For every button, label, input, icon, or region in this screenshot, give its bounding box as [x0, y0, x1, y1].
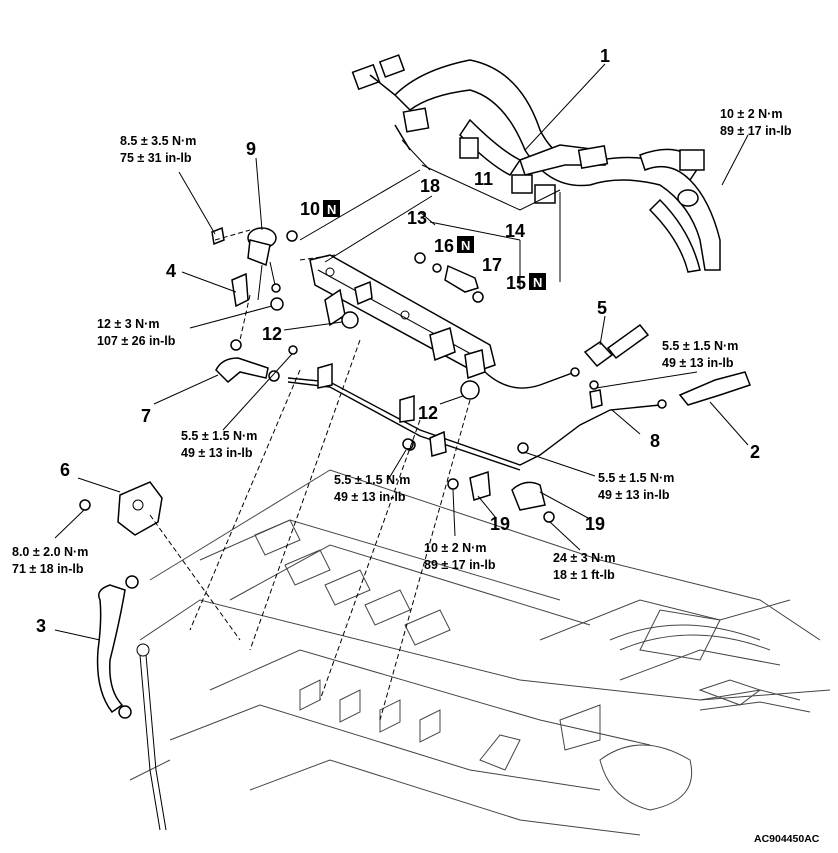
svg-text:10 ± 2 N·m: 10 ± 2 N·m	[424, 541, 486, 555]
svg-text:5.5 ± 1.5 N·m: 5.5 ± 1.5 N·m	[598, 471, 674, 485]
callout-11: 11	[474, 169, 493, 189]
bracket-6	[79, 481, 163, 536]
callout-12b: 12	[418, 403, 438, 423]
callout-18: 18	[420, 176, 440, 196]
callout-10: 10	[300, 199, 320, 219]
grommet-12a	[341, 311, 359, 329]
svg-text:49 ± 13 in-lb: 49 ± 13 in-lb	[662, 356, 734, 370]
hose-3	[96, 575, 139, 719]
callout-2: 2	[750, 442, 760, 462]
callout-9: 9	[246, 139, 256, 159]
svg-text:49 ± 13 in-lb: 49 ± 13 in-lb	[334, 490, 406, 504]
callouts: 1 2 3 4 5 6 7 8 9 10 11 12 12 13 14 15 1…	[36, 46, 760, 636]
fuel-injector-rail	[309, 254, 496, 380]
oring-15	[472, 291, 484, 303]
callout-15: 15	[506, 273, 526, 293]
new-marker-15: N	[529, 273, 546, 290]
bracket-19a	[469, 470, 491, 501]
washer-10	[286, 230, 298, 242]
figure-code: AC904450AC	[754, 833, 820, 845]
svg-text:N: N	[461, 238, 470, 253]
vacuum-pipe-8	[287, 363, 667, 471]
svg-text:5.5 ± 1.5 N·m: 5.5 ± 1.5 N·m	[334, 473, 410, 487]
oring-16	[432, 263, 442, 273]
svg-text:N: N	[533, 275, 542, 290]
svg-text:8.0 ± 2.0 N·m: 8.0 ± 2.0 N·m	[12, 545, 88, 559]
injector-17	[444, 264, 479, 293]
new-marker-16: N	[457, 236, 474, 253]
torque-19b: 24 ± 3 N·m 18 ± 1 ft-lb	[553, 551, 615, 582]
svg-text:5.5 ± 1.5 N·m: 5.5 ± 1.5 N·m	[181, 429, 257, 443]
bolt-near-12	[270, 297, 284, 311]
fuel-line-5	[484, 323, 650, 389]
svg-text:49 ± 13 in-lb: 49 ± 13 in-lb	[598, 488, 670, 502]
torque-bolt-12: 12 ± 3 N·m 107 ± 26 in-lb	[97, 317, 176, 348]
svg-text:8.5 ± 3.5 N·m: 8.5 ± 3.5 N·m	[120, 134, 196, 148]
part-4-bracket	[231, 272, 249, 308]
bolt-19a	[447, 478, 459, 490]
new-marker-10: N	[323, 200, 340, 217]
grommet-12b	[460, 380, 480, 400]
torque-9: 8.5 ± 3.5 N·m 75 ± 31 in-lb	[120, 134, 196, 165]
svg-text:24 ± 3 N·m: 24 ± 3 N·m	[553, 551, 615, 565]
svg-text:N: N	[327, 202, 336, 217]
bolt-19b	[543, 511, 555, 523]
engine-outline	[129, 469, 831, 836]
hose-7	[215, 339, 298, 384]
clip-13	[414, 252, 426, 264]
callout-8: 8	[650, 431, 660, 451]
torque-specs: 10 ± 2 N·m 89 ± 17 in-lb 8.5 ± 3.5 N·m 7…	[12, 107, 792, 582]
callout-19a: 19	[490, 514, 510, 534]
callout-1: 1	[600, 46, 610, 66]
svg-text:89 ± 17 in-lb: 89 ± 17 in-lb	[424, 558, 496, 572]
callout-19b: 19	[585, 514, 605, 534]
torque-top-right: 10 ± 2 N·m 89 ± 17 in-lb	[720, 107, 792, 138]
callout-7: 7	[141, 406, 151, 426]
callout-5: 5	[597, 298, 607, 318]
bracket-19b	[511, 481, 546, 511]
callout-4: 4	[166, 261, 176, 281]
callout-6: 6	[60, 460, 70, 480]
torque-8: 5.5 ± 1.5 N·m 49 ± 13 in-lb	[598, 471, 674, 502]
svg-text:5.5 ± 1.5 N·m: 5.5 ± 1.5 N·m	[662, 339, 738, 353]
torque-19a: 10 ± 2 N·m 89 ± 17 in-lb	[424, 541, 496, 572]
hose-2	[678, 371, 751, 406]
svg-text:10 ± 2 N·m: 10 ± 2 N·m	[720, 107, 782, 121]
svg-text:75 ± 31 in-lb: 75 ± 31 in-lb	[120, 151, 192, 165]
svg-text:89 ± 17 in-lb: 89 ± 17 in-lb	[720, 124, 792, 138]
torque-6: 8.0 ± 2.0 N·m 71 ± 18 in-lb	[12, 545, 88, 576]
leader-lines	[54, 63, 749, 641]
callout-17: 17	[482, 255, 502, 275]
svg-text:71 ± 18 in-lb: 71 ± 18 in-lb	[12, 562, 84, 576]
svg-text:49 ± 13 in-lb: 49 ± 13 in-lb	[181, 446, 253, 460]
svg-text:18 ± 1 ft-lb: 18 ± 1 ft-lb	[553, 568, 615, 582]
callout-13: 13	[407, 208, 427, 228]
new-part-markers: N N N	[323, 200, 546, 290]
torque-mid: 5.5 ± 1.5 N·m 49 ± 13 in-lb	[334, 473, 410, 504]
part-9-unit	[211, 226, 281, 301]
projection-lines	[149, 229, 471, 721]
callout-16: 16	[434, 236, 454, 256]
torque-5: 5.5 ± 1.5 N·m 49 ± 13 in-lb	[662, 339, 738, 370]
callout-14: 14	[505, 221, 525, 241]
callout-3: 3	[36, 616, 46, 636]
svg-text:12 ± 3 N·m: 12 ± 3 N·m	[97, 317, 159, 331]
callout-12a: 12	[262, 324, 282, 344]
torque-7: 5.5 ± 1.5 N·m 49 ± 13 in-lb	[181, 429, 257, 460]
svg-text:107 ± 26 in-lb: 107 ± 26 in-lb	[97, 334, 176, 348]
wiring-harness	[351, 54, 721, 273]
